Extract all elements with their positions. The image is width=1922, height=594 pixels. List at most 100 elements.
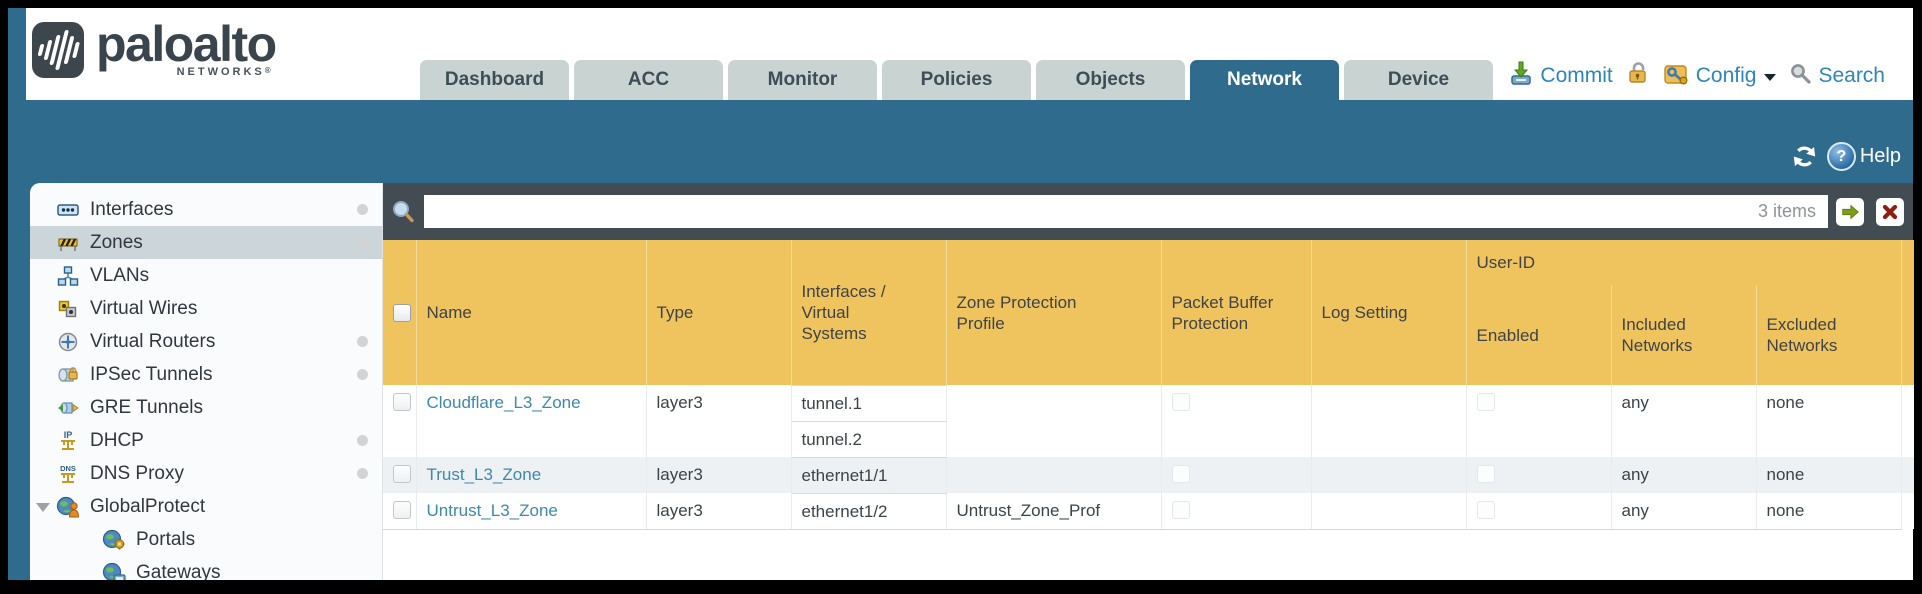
- packet-buffer-protection-cell: [1161, 493, 1312, 530]
- tab-dashboard[interactable]: Dashboard: [420, 60, 569, 100]
- log-setting-cell: [1311, 457, 1467, 493]
- filter-input[interactable]: [424, 201, 1758, 222]
- log-setting-cell: [1311, 385, 1467, 457]
- config-icon: [1663, 61, 1690, 92]
- item-count: 3 items: [1757, 201, 1816, 221]
- interface-cell: ethernet1/1: [790, 456, 947, 494]
- user-id-enabled-checkbox[interactable]: [1476, 501, 1495, 519]
- globalprotect-icon: [54, 496, 82, 518]
- tab-objects[interactable]: Objects: [1036, 60, 1185, 100]
- sidebar-item-portals[interactable]: Portals: [30, 523, 382, 556]
- zone-name-cell: Trust_L3_Zone: [416, 457, 647, 493]
- dns-proxy-icon: DNS: [54, 463, 82, 485]
- header-actions: Commit Con: [1508, 60, 1885, 92]
- sidebar-item-label: VLANs: [90, 264, 150, 286]
- column-header-type[interactable]: Type: [646, 240, 792, 385]
- virtual-routers-icon: [54, 331, 82, 353]
- expand-triangle-icon[interactable]: [36, 503, 50, 512]
- row-checkbox[interactable]: [393, 501, 411, 519]
- select-all-checkbox[interactable]: [393, 303, 411, 322]
- help-button[interactable]: ? Help: [1826, 142, 1901, 171]
- paloalto-logo-text: paloalto NETWORKS®: [96, 18, 277, 78]
- user-id-enabled-checkbox[interactable]: [1476, 393, 1495, 411]
- row-select-cell: [383, 385, 417, 457]
- packet-buffer-protection-cell: [1161, 457, 1312, 493]
- sidebar-item-label: GRE Tunnels: [90, 396, 203, 418]
- column-header-name[interactable]: Name: [416, 240, 647, 385]
- interface-cell: ethernet1/2: [790, 492, 947, 530]
- sidebar-item-ipsec-tunnels[interactable]: IPSec Tunnels: [30, 358, 382, 391]
- zone-type-cell: layer3: [646, 457, 792, 493]
- sidebar-item-dhcp[interactable]: IP DHCP: [30, 424, 382, 457]
- config-menu-button[interactable]: Config: [1663, 61, 1777, 92]
- commit-icon: [1508, 60, 1534, 92]
- status-dot: [357, 336, 368, 347]
- tab-network[interactable]: Network: [1190, 60, 1339, 100]
- included-networks-cell: any: [1611, 457, 1757, 493]
- column-header-included-networks[interactable]: Included Networks: [1611, 285, 1757, 385]
- filter-bar: 3 items: [383, 183, 1913, 240]
- packet-buffer-protection-checkbox[interactable]: [1171, 393, 1190, 411]
- sidebar-item-globalprotect[interactable]: GlobalProtect: [30, 490, 382, 523]
- tab-device[interactable]: Device: [1344, 60, 1493, 100]
- excluded-networks-cell: none: [1756, 385, 1902, 457]
- search-button[interactable]: Search: [1789, 62, 1885, 91]
- gre-tunnels-icon: [54, 397, 82, 419]
- tab-policies[interactable]: Policies: [882, 60, 1031, 100]
- sidebar-item-virtual-wires[interactable]: Virtual Wires: [30, 292, 382, 325]
- tab-acc[interactable]: ACC: [574, 60, 723, 100]
- sidebar-item-gre-tunnels[interactable]: GRE Tunnels: [30, 391, 382, 424]
- sidebar-item-virtual-routers[interactable]: Virtual Routers: [30, 325, 382, 358]
- sidebar-item-label: Zones: [90, 231, 143, 253]
- zones-icon: [54, 232, 82, 254]
- lock-icon[interactable]: [1626, 60, 1650, 92]
- refresh-button[interactable]: [1791, 143, 1818, 170]
- sidebar-item-label: IPSec Tunnels: [90, 363, 213, 385]
- green-arrow-icon: [1842, 204, 1859, 219]
- column-header-log-setting[interactable]: Log Setting: [1311, 240, 1467, 385]
- clear-filter-button[interactable]: [1876, 197, 1904, 226]
- column-header-packet-buffer-protection[interactable]: Packet Buffer Protection: [1161, 240, 1312, 385]
- row-filler-cell: [1901, 493, 1914, 529]
- row-checkbox[interactable]: [393, 393, 411, 411]
- packet-buffer-protection-checkbox[interactable]: [1171, 465, 1190, 483]
- sidebar-item-interfaces[interactable]: Interfaces: [30, 193, 382, 226]
- apply-filter-button[interactable]: [1836, 197, 1864, 226]
- zone-name-link[interactable]: Trust_L3_Zone: [426, 465, 542, 484]
- user-id-enabled-checkbox[interactable]: [1476, 465, 1495, 483]
- commit-button[interactable]: Commit: [1508, 60, 1613, 92]
- sidebar-item-zones[interactable]: Zones: [30, 226, 382, 259]
- virtual-wires-icon: [54, 298, 82, 320]
- sidebar-item-label: DHCP: [90, 429, 144, 451]
- dhcp-icon: IP: [54, 430, 82, 452]
- help-icon: ?: [1826, 142, 1856, 171]
- row-select-cell: [383, 457, 417, 493]
- status-dot: [357, 468, 368, 479]
- column-header-enabled[interactable]: Enabled: [1466, 285, 1612, 385]
- interface-cell: tunnel.2: [790, 420, 947, 458]
- column-header-zone-protection-profile[interactable]: Zone Protection Profile: [946, 240, 1162, 385]
- portals-icon: [100, 529, 128, 551]
- packet-buffer-protection-checkbox[interactable]: [1171, 501, 1190, 519]
- status-dot: [357, 369, 368, 380]
- sidebar-item-gateways[interactable]: Gateways: [30, 556, 382, 580]
- row-checkbox[interactable]: [393, 465, 411, 483]
- zone-name-link[interactable]: Cloudflare_L3_Zone: [426, 393, 581, 412]
- header-filler-cell: [1901, 240, 1914, 385]
- chevron-down-icon: [1764, 74, 1777, 81]
- sidebar-item-vlans[interactable]: VLANs: [30, 259, 382, 292]
- column-header-interfaces-virtual-systems[interactable]: Interfaces / Virtual Systems: [791, 240, 947, 385]
- interface-cell: tunnel.1: [790, 384, 947, 422]
- paloalto-logo-icon: [32, 22, 84, 78]
- select-all-header-cell: [383, 240, 417, 385]
- column-header-excluded-networks[interactable]: Excluded Networks: [1756, 285, 1902, 385]
- zone-name-link[interactable]: Untrust_L3_Zone: [426, 501, 558, 520]
- row-select-cell: [383, 493, 417, 530]
- tab-monitor[interactable]: Monitor: [728, 60, 877, 100]
- user-id-group-header: User-ID: [1466, 240, 1902, 285]
